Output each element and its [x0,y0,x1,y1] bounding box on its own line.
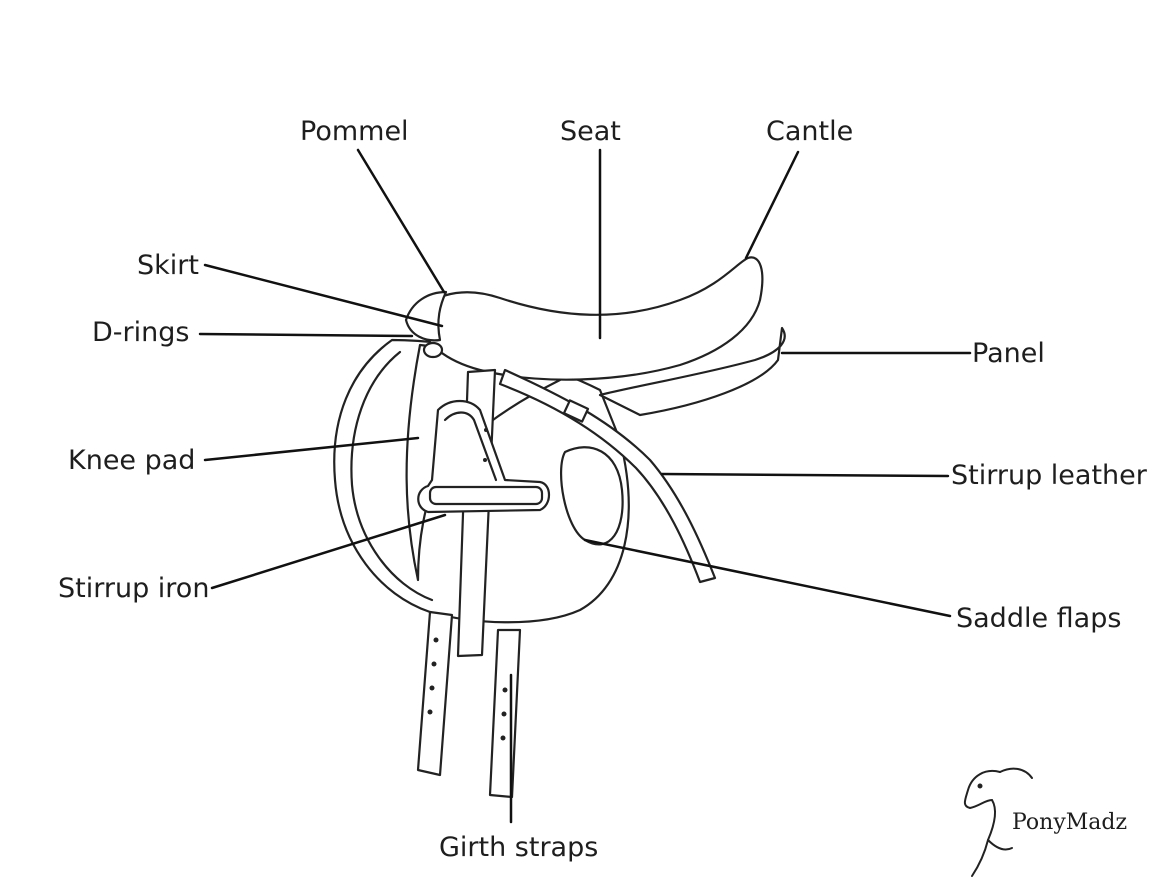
label-cantle: Cantle [766,116,854,147]
label-girth-straps: Girth straps [439,832,599,863]
saddle-flaps-leader [583,538,952,618]
panel-shape [598,326,786,417]
cantle-leader [744,150,800,260]
skirt-leader [203,263,444,328]
label-d-rings: D-rings [92,317,190,348]
label-panel: Panel [972,338,1045,369]
label-stirrup-leather: Stirrup leather [951,460,1147,491]
pommel-leader [356,148,446,294]
label-knee-pad: Knee pad [68,445,196,476]
label-saddle-flaps: Saddle flaps [956,603,1122,634]
d-rings-leader [198,332,414,338]
stirrup-leather-leader [660,472,950,478]
stirrup-iron-shape [417,399,551,514]
watermark-text: PonyMadz [1012,810,1128,835]
horse-logo-icon [963,767,1033,877]
label-skirt: Skirt [137,250,199,281]
stirrup-iron-leader [210,513,447,590]
girth-strap-left [416,610,454,777]
seat-shape [416,256,764,381]
d-ring-shape [422,341,444,359]
label-seat: Seat [560,116,621,147]
label-pommel: Pommel [300,116,409,147]
knee-pad-leader [203,436,420,462]
label-stirrup-iron: Stirrup iron [58,573,210,604]
